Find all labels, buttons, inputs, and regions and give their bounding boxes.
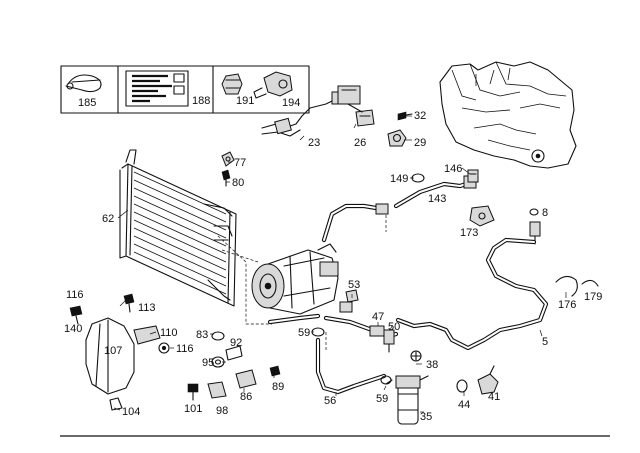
callout-62: 62 [102, 213, 114, 225]
callout-59-lower: 59 [376, 393, 388, 405]
service-cap-191 [221, 73, 243, 95]
pressure-switch-41 [477, 365, 499, 395]
bolt-116-upper [69, 305, 83, 325]
pipe-56 [311, 327, 392, 395]
bolt-101 [187, 383, 199, 401]
callout-95: 95 [202, 357, 214, 369]
screw-32 [397, 111, 413, 121]
bracket-77 [221, 151, 235, 167]
callout-89: 89 [272, 381, 284, 393]
callout-labels: 185 188 191 194 23 26 32 29 77 80 62 146… [64, 95, 602, 423]
callout-191: 191 [236, 95, 254, 107]
bracket-110 [133, 325, 161, 345]
callout-98: 98 [216, 405, 228, 417]
switch-50 [383, 329, 395, 353]
callout-59-upper: 59 [298, 327, 310, 339]
callout-32: 32 [414, 110, 426, 122]
bracket-98 [207, 381, 227, 399]
clip-80 [221, 169, 231, 187]
bolt-113 [123, 293, 135, 313]
clamp-176-179 [555, 275, 599, 297]
callout-110: 110 [160, 327, 178, 339]
callout-143: 143 [428, 193, 446, 205]
callout-50: 50 [388, 321, 400, 333]
cable-tie-185 [65, 74, 102, 93]
callout-194: 194 [282, 97, 300, 109]
callout-107: 107 [104, 345, 122, 357]
callout-56: 56 [324, 395, 336, 407]
callout-188: 188 [192, 95, 210, 107]
ac-compressor [251, 243, 339, 315]
callout-38: 38 [426, 359, 438, 371]
clamp-86 [235, 369, 257, 389]
callout-173: 173 [460, 227, 478, 239]
hose-143 [321, 175, 477, 243]
callout-44: 44 [458, 399, 470, 411]
engine-block [439, 61, 577, 169]
relay-26 [337, 85, 375, 127]
wiring-harness-23 [261, 91, 345, 137]
callout-26: 26 [354, 137, 366, 149]
callout-113: 113 [138, 302, 156, 314]
callout-5: 5 [542, 336, 548, 348]
callout-83: 83 [196, 329, 208, 341]
bolt-38 [410, 350, 422, 362]
callout-185: 185 [78, 97, 96, 109]
fan-shroud-107 [85, 317, 135, 395]
callout-179: 179 [584, 291, 602, 303]
callout-104: 104 [122, 406, 140, 418]
fitting-8 [529, 208, 541, 245]
accessory-inset-box [60, 65, 310, 114]
condenser-fins [133, 171, 227, 295]
nut-116-lower [158, 342, 170, 354]
label-plate-188 [125, 70, 189, 107]
service-valve-194 [253, 71, 293, 99]
callout-146: 146 [444, 163, 462, 175]
callout-86: 86 [240, 391, 252, 403]
callout-29: 29 [414, 137, 426, 149]
bolt-89 [269, 365, 281, 377]
grommet-83 [211, 331, 225, 341]
hose-5 [395, 237, 549, 351]
clip-104 [109, 397, 123, 411]
callout-41: 41 [488, 391, 500, 403]
receiver-drier-35 [385, 375, 429, 425]
callout-116-lower: 116 [176, 343, 194, 355]
callout-116-upper: 116 [66, 289, 84, 301]
callout-47: 47 [372, 311, 384, 323]
callout-35: 35 [420, 411, 432, 423]
callout-23: 23 [308, 137, 320, 149]
o-ring-44 [456, 379, 468, 393]
leader-lines [113, 115, 567, 413]
callout-8: 8 [542, 207, 548, 219]
callout-176: 176 [558, 299, 576, 311]
fitting-146 [467, 169, 479, 183]
callout-149: 149 [390, 173, 408, 185]
condenser-62 [119, 149, 237, 307]
callout-140: 140 [64, 323, 82, 335]
callout-77: 77 [234, 157, 246, 169]
bracket-92 [225, 345, 243, 361]
sensor-29 [387, 129, 407, 147]
bracket-173 [469, 205, 495, 227]
callout-101: 101 [184, 403, 202, 415]
callout-80: 80 [232, 177, 244, 189]
callout-92: 92 [230, 337, 242, 349]
callout-53: 53 [348, 279, 360, 291]
